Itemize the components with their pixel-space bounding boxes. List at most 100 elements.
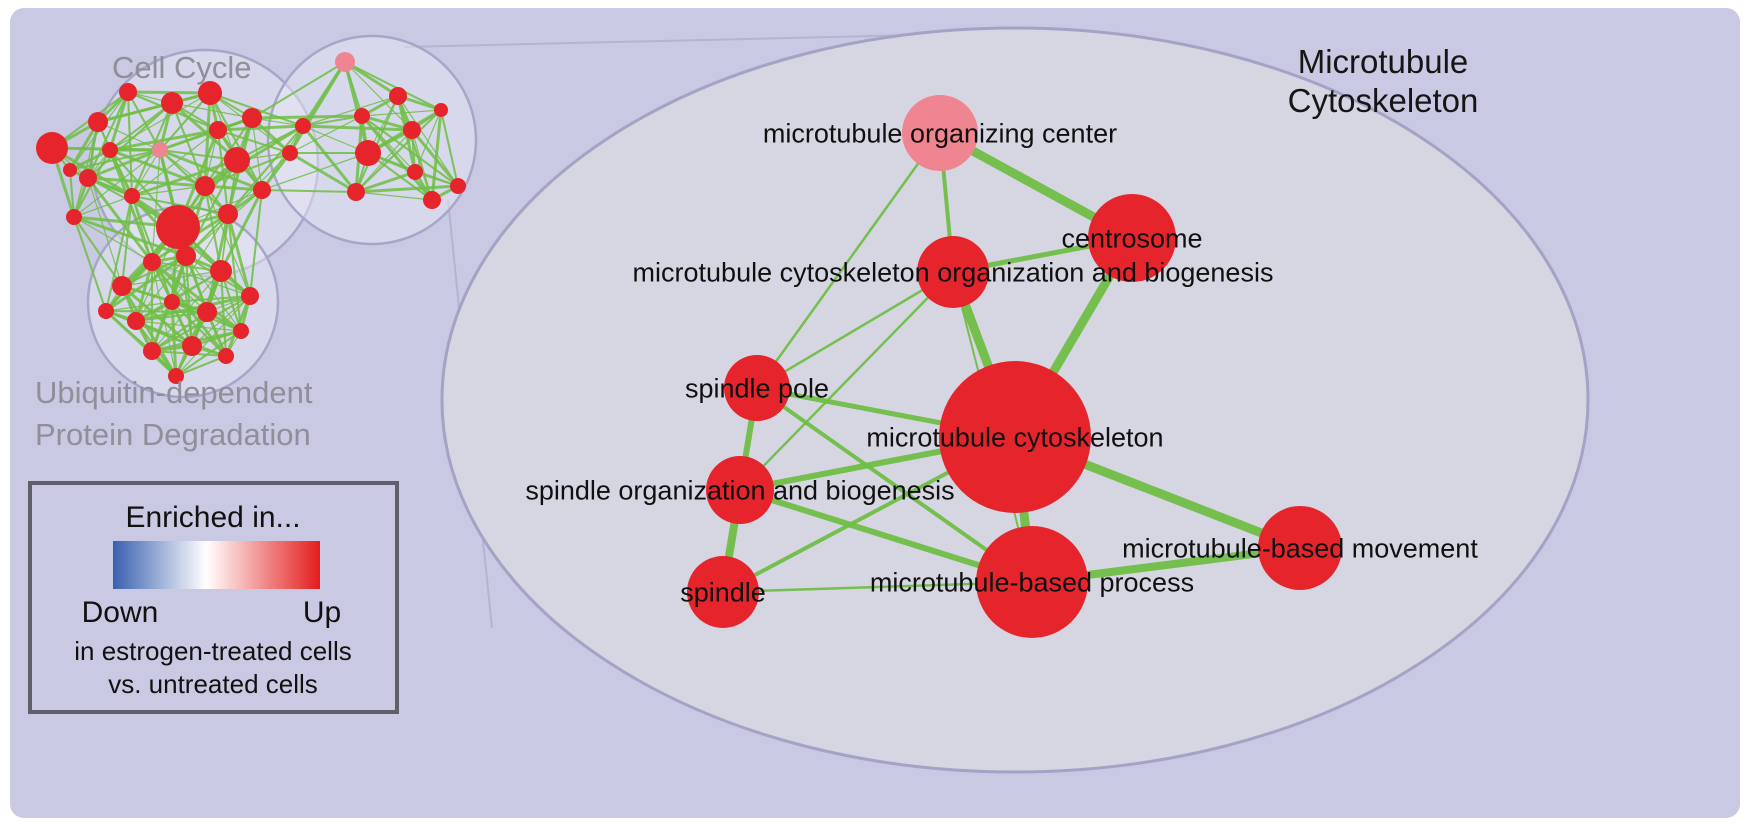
mini-edge [301, 61, 347, 127]
node-label-mt_process: microtubule-based process [870, 567, 1194, 597]
mini-node [403, 121, 421, 139]
mini-node [233, 323, 249, 339]
node-mt_movement [1258, 506, 1342, 590]
mini-node [210, 260, 232, 282]
mini-node [241, 287, 259, 305]
mini-edge [109, 148, 206, 188]
mini-edge [126, 91, 134, 197]
mini-edge [108, 91, 130, 151]
cluster-label-ubiquitin-line2: Protein Degradation [35, 417, 311, 452]
mini-node [389, 87, 407, 105]
mini-edge [175, 330, 242, 377]
region-label-microtubule-line2: Cytoskeleton [1288, 82, 1479, 119]
cluster-label-cell-cycle: Cell Cycle [112, 50, 252, 85]
mini-edge [151, 260, 242, 333]
mini-edge [73, 149, 161, 218]
mini-edge [131, 185, 206, 197]
mini-edge [131, 158, 238, 198]
legend-box [28, 481, 399, 714]
mini-node [434, 103, 448, 117]
mini-edge [171, 101, 238, 162]
mini-node [355, 140, 381, 166]
mini-edge [131, 149, 161, 197]
mini-edge [131, 129, 219, 197]
mini-edge [227, 125, 304, 215]
mini-edge [430, 109, 443, 201]
mini-edge [105, 301, 173, 312]
mini-edge [131, 194, 229, 216]
mini-node [218, 204, 238, 224]
node-mt_cyto [939, 361, 1091, 513]
mini-edge [355, 184, 459, 194]
mini-edge [355, 191, 433, 201]
mini-node [218, 348, 234, 364]
legend-caption-line1: in estrogen-treated cells [74, 636, 351, 666]
mini-node [143, 342, 161, 360]
mini-node [295, 118, 311, 134]
mini-node [242, 108, 262, 128]
mini-edge [439, 109, 460, 187]
mini-edge [261, 125, 304, 191]
mini-edge [361, 109, 442, 117]
mini-node [182, 336, 202, 356]
mini-edge [174, 270, 223, 377]
main-network-nodes [687, 95, 1342, 638]
mini-edge [261, 152, 369, 191]
node-label-spindle_org: spindle organization and biogenesis [525, 475, 954, 505]
mini-edge [251, 61, 346, 119]
mini-node [224, 147, 250, 173]
mini-node [79, 169, 97, 187]
legend-caption-line2: vs. untreated cells [108, 669, 318, 699]
mini-edge [343, 61, 370, 154]
legend-gradient-bar [113, 541, 320, 589]
mini-node [98, 303, 114, 319]
mini-edge [151, 311, 208, 352]
mini-edge [302, 124, 413, 132]
mini-edge [261, 188, 357, 194]
mini-edge [204, 124, 304, 188]
mini-edge [414, 109, 442, 173]
node-label-mco: microtubule cytoskeleton organization an… [633, 257, 1274, 287]
mini-edge [87, 176, 206, 188]
mini-edge [355, 109, 442, 193]
mini-edge [217, 128, 291, 155]
mini-edge [135, 255, 187, 322]
mini-node [152, 142, 168, 158]
mini-edge [289, 115, 363, 154]
mini-node [112, 276, 132, 296]
mini-edge [120, 195, 134, 287]
node-label-moc: microtubule organizing center [763, 118, 1117, 148]
mini-node [407, 164, 423, 180]
mini-edge [175, 355, 227, 377]
mini-edge [226, 213, 243, 332]
legend-down-label: Down [82, 596, 159, 629]
mini-edge [105, 254, 187, 313]
mini-edge [151, 149, 161, 263]
mini-edge [302, 95, 399, 127]
mini-node [335, 52, 355, 72]
node-moc [902, 95, 978, 171]
mini-edge [301, 125, 358, 193]
mini-edge [217, 124, 304, 132]
mini-edge [251, 114, 363, 120]
mini-node [253, 181, 271, 199]
mini-node [161, 92, 183, 114]
node-spindle_org [706, 456, 774, 524]
mini-node [209, 121, 227, 139]
mini-node [156, 205, 200, 249]
mini-node [347, 183, 365, 201]
mini-edge [120, 285, 178, 377]
mini-node [63, 163, 77, 177]
mini-node [282, 145, 298, 161]
mini-node [176, 246, 196, 266]
edge-mco-spindle_org [738, 270, 955, 492]
node-label-mt_cyto: microtubule cytoskeleton [866, 422, 1163, 452]
mini-edge [171, 213, 229, 303]
legend: Enriched in... Down Up in estrogen-treat… [28, 481, 399, 714]
mini-edge [105, 309, 208, 314]
mini-edge [109, 92, 211, 151]
mini-node [195, 176, 215, 196]
node-label-spindle_pole: spindle pole [685, 373, 829, 403]
node-label-centrosome: centrosome [1061, 223, 1202, 253]
